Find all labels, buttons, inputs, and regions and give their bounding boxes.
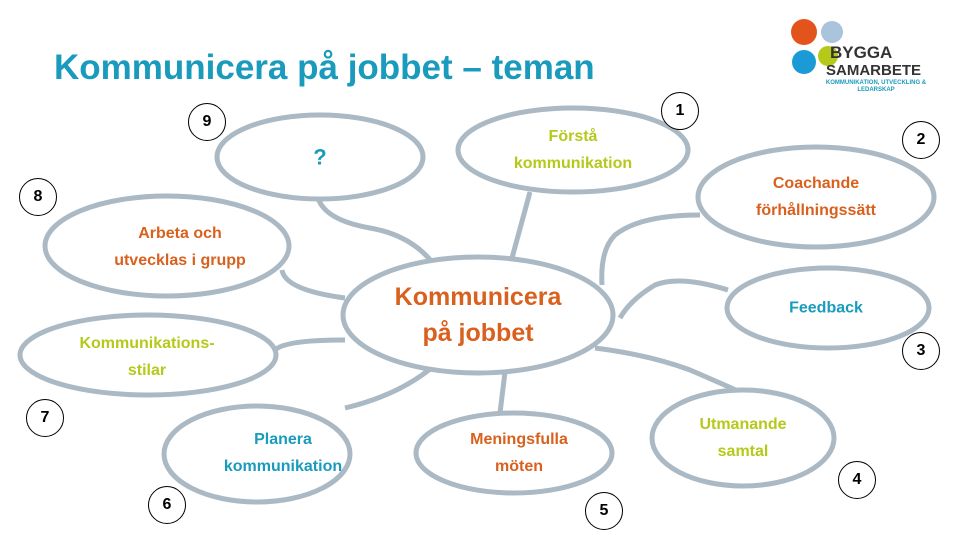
topic-line1: Arbeta och — [138, 225, 222, 242]
topic-6: Planera kommunikation — [224, 426, 342, 480]
logo-line1: BYGGA — [830, 43, 893, 62]
ellipse-1 — [455, 105, 691, 195]
logo-petals-icon — [791, 19, 843, 74]
topic-line1: Meningsfulla — [470, 431, 568, 448]
topic-line2: stilar — [127, 362, 167, 379]
topic-line2: kommunikation — [223, 458, 343, 475]
ellipse-4 — [649, 387, 837, 489]
topic-line1: Kommunikations- — [79, 335, 215, 352]
ellipse-3 — [724, 265, 932, 351]
connector-7 — [273, 337, 346, 352]
connector-9 — [315, 197, 434, 264]
topic-line1: Förstå — [548, 128, 598, 145]
topic-2: Coachande förhållningssätt — [756, 170, 876, 224]
topic-line2: kommunikation — [513, 155, 633, 172]
number-badge-5: 5 — [585, 492, 623, 530]
number-badge-4: 4 — [838, 461, 876, 499]
topic-9: ? — [313, 144, 326, 171]
connector-3 — [617, 278, 729, 320]
bygga-samarbete-logo: BYGGA SAMARBETE KOMMUNIKATION, UTVECKLIN… — [788, 14, 938, 100]
topic-line2: utvecklas i grupp — [114, 252, 246, 269]
topic-line1: Coachande — [772, 175, 860, 192]
topic-7: Kommunikations-stilar — [79, 330, 214, 384]
number-badge-3: 3 — [902, 332, 940, 370]
logo-line2: SAMARBETE — [826, 62, 922, 79]
number-badge-2: 2 — [902, 121, 940, 159]
slide-title: Kommunicera på jobbet – teman — [54, 48, 595, 87]
ellipse-8 — [42, 193, 292, 299]
connector-5 — [497, 371, 508, 414]
connector-1 — [509, 191, 533, 259]
ellipse-9 — [214, 112, 426, 202]
number-badge-9: 9 — [188, 103, 226, 141]
topic-line2: samtal — [717, 443, 769, 460]
topic-line1: Feedback — [789, 299, 863, 317]
connector-2 — [599, 212, 701, 286]
center-topic: Kommunicera på jobbet — [395, 279, 562, 351]
number-badge-7: 7 — [26, 399, 64, 437]
center-line2: på jobbet — [422, 319, 534, 347]
topic-line1: Utmanande — [699, 416, 787, 433]
center-line1: Kommunicera — [394, 283, 562, 311]
topic-8: Arbeta och utvecklas i grupp — [114, 220, 246, 274]
connector-8 — [279, 269, 346, 301]
number-badge-1: 1 — [661, 92, 699, 130]
topic-line2: möten — [495, 458, 543, 475]
topic-3: Feedback — [789, 295, 863, 322]
topic-line1: ? — [313, 144, 327, 170]
topic-line2: förhållningssätt — [755, 202, 877, 219]
ellipse-2 — [695, 144, 937, 250]
logo-tagline: KOMMUNIKATION, UTVECKLING & LEDARSKAP — [825, 80, 927, 93]
ellipse-5 — [413, 410, 615, 496]
topic-4: Utmanande samtal — [699, 411, 786, 465]
connector-6 — [344, 363, 437, 411]
topic-5: Meningsfulla möten — [470, 426, 568, 480]
ellipse-7 — [17, 312, 279, 398]
connector-4 — [594, 345, 742, 395]
number-badge-6: 6 — [148, 486, 186, 524]
topic-1: Förstå kommunikation — [514, 123, 632, 177]
ellipse-center — [340, 254, 616, 376]
ellipse-6 — [161, 403, 353, 505]
topic-line1: Planera — [254, 431, 312, 448]
number-badge-8: 8 — [19, 178, 57, 216]
